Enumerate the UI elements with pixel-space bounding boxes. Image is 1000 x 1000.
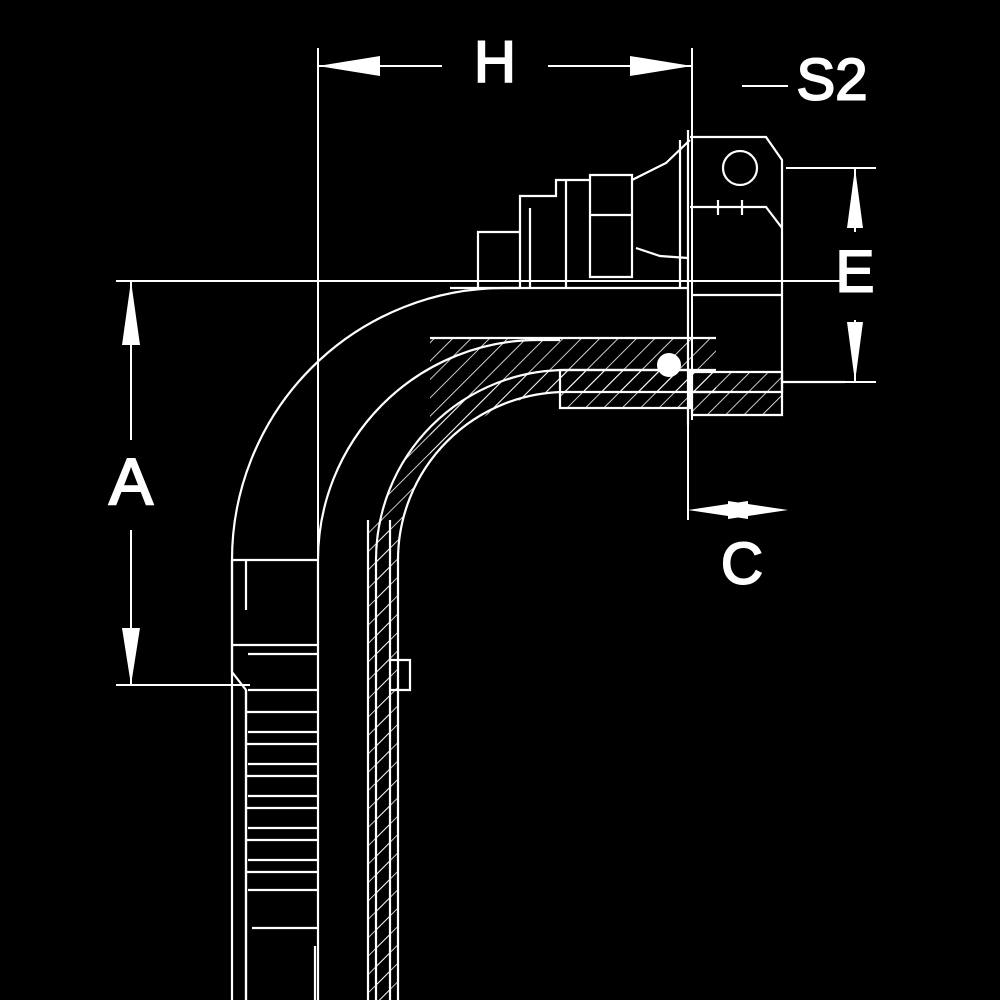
dimension-H: H bbox=[317, 28, 693, 420]
barb-serrations bbox=[246, 710, 318, 930]
stem-section-hatch bbox=[368, 520, 390, 1000]
body-shoulder-lower bbox=[635, 246, 689, 260]
dim-A-label: A bbox=[109, 444, 153, 518]
body-shoulder-slope bbox=[631, 139, 691, 181]
dim-E-arrowhead-top bbox=[847, 168, 863, 228]
o-ring-section bbox=[657, 353, 681, 377]
hex-nut-ticks bbox=[716, 200, 744, 215]
nut-section-hatch bbox=[692, 372, 782, 415]
elbow-outer-profile bbox=[230, 286, 520, 1000]
dim-A-arrowhead-top bbox=[122, 281, 140, 345]
dim-A-arrowhead-bottom bbox=[122, 628, 140, 685]
dim-C-label: C bbox=[721, 531, 763, 596]
body-small-step bbox=[476, 230, 520, 288]
body-step-profile-left bbox=[518, 178, 590, 288]
stem-upper-step bbox=[232, 558, 318, 610]
dimension-E: E bbox=[786, 167, 876, 383]
hex-nut-bore-circle bbox=[721, 149, 759, 187]
dim-H-arrowhead-right bbox=[630, 56, 692, 76]
dimension-A: A bbox=[108, 280, 320, 686]
dim-H-label: H bbox=[474, 29, 516, 94]
stem-notch bbox=[390, 658, 412, 692]
hex-nut-chamfer-line bbox=[690, 205, 783, 229]
body-internal-lines bbox=[528, 180, 568, 288]
dim-H-arrowhead-left bbox=[318, 56, 380, 76]
body-window-rect bbox=[588, 173, 634, 279]
dimension-C: C bbox=[687, 420, 788, 597]
dim-E-label: E bbox=[836, 239, 875, 304]
dim-S2-label: S2 bbox=[797, 47, 868, 112]
dim-E-arrowhead-bottom bbox=[847, 322, 863, 382]
stem-collar-lines bbox=[248, 652, 318, 692]
dimension-S2: S2 bbox=[742, 46, 868, 113]
dim-C-arrowhead-right bbox=[728, 501, 788, 519]
